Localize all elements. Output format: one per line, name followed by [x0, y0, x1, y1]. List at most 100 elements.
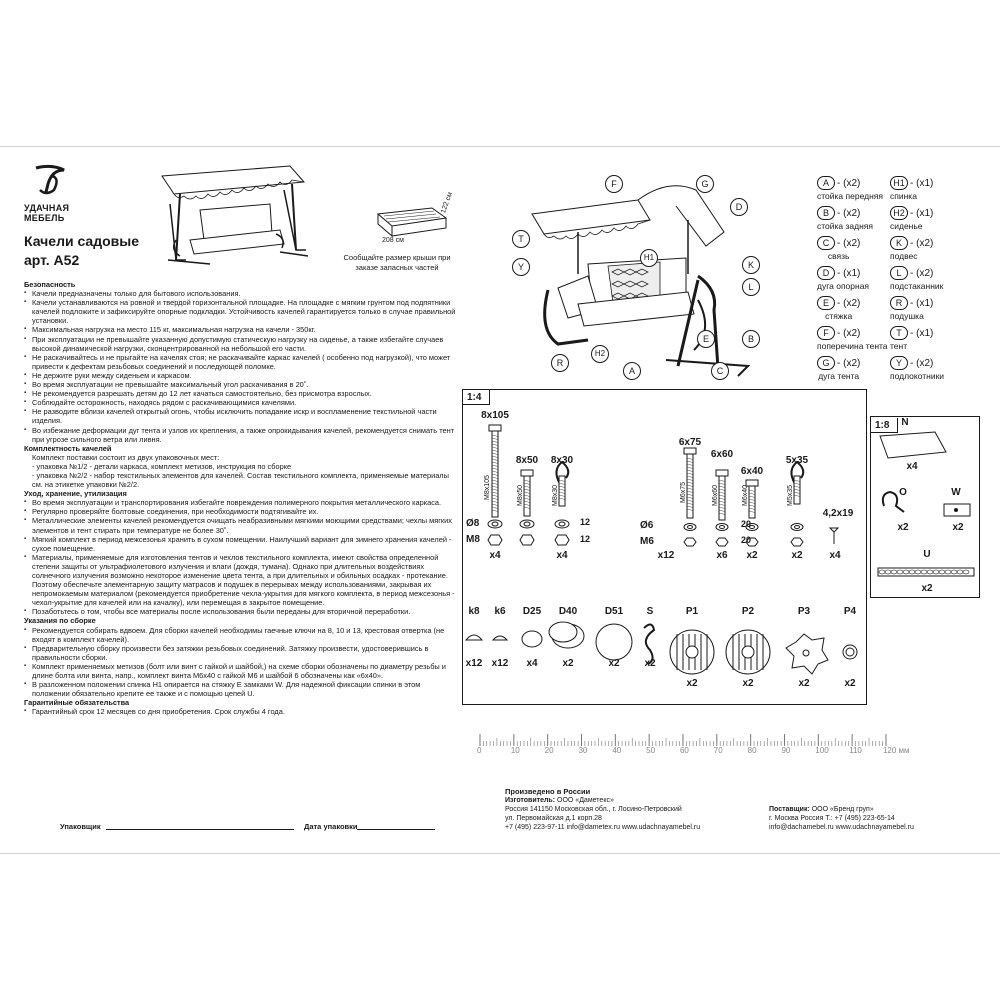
bolt-thread-icon [718, 500, 726, 503]
text-item: Комплект применяемых метизов (болт или в… [24, 662, 456, 680]
count-6x60: x6 [716, 550, 728, 561]
washer-hole-icon [719, 525, 725, 529]
legend-qty: - (x1) [910, 298, 934, 309]
section-heading: Безопасность [24, 280, 76, 289]
text-item: Регулярно проверяйте болтовые соединения… [24, 507, 456, 516]
legend-name: стойка задняя [817, 221, 874, 231]
supplier-address: г. Москва Россия Т.: +7 (495) 223-65-14 [769, 815, 895, 822]
callout-d: D [730, 198, 748, 216]
part-code-o: O [899, 487, 907, 498]
bolt-thread-icon [558, 497, 566, 500]
legend-qty: - (x2) [910, 358, 934, 369]
part-code-d25: D25 [522, 606, 542, 617]
text-item: Качели предназначены только для бытового… [24, 289, 456, 298]
part-code-n: N [901, 417, 909, 428]
legend-name: подлокотники [890, 371, 945, 381]
legend-name: дуга тента [818, 371, 860, 381]
section-heading: Указания по сборке [24, 616, 96, 626]
legend-item-c: C- (x2)связь [817, 236, 860, 262]
part-qty-d25: x4 [526, 658, 538, 669]
bolt-spec-label: M5x35 [787, 484, 794, 506]
bolt-thread-icon [523, 500, 531, 503]
screw-icon [828, 527, 840, 544]
bolt-thread-icon [686, 457, 694, 460]
legend-name: сиденье [890, 221, 923, 231]
bolt-size-label: 6x40 [740, 466, 764, 477]
callout-r: R [551, 354, 569, 372]
nut-8-icon [519, 534, 535, 546]
washer-hole-icon [558, 521, 566, 527]
bolt-thread-icon [686, 472, 694, 475]
legend-code: H1 [890, 176, 908, 190]
bolt-thread-icon [491, 485, 499, 488]
bolt-size-label: 4,2x19 [822, 508, 854, 519]
bolt-thread-icon [491, 446, 499, 449]
callout-g: G [696, 175, 714, 193]
part-qty-u: x2 [921, 583, 933, 594]
bolt-head-icon [520, 469, 534, 477]
callout-y: Y [512, 258, 530, 276]
bolt-thread-icon [748, 489, 756, 492]
text-item: Не раскачивайтесь и не прыгайте на качел… [24, 353, 456, 371]
text-item: Позаботьтесь о том, чтобы все материалы … [24, 607, 456, 616]
legend-name: стяжка [825, 311, 853, 321]
instruction-text: БезопасностьКачели предназначены только … [24, 280, 456, 717]
roof-note: Сообщайте размер крыши при заказе запасн… [343, 253, 451, 272]
text-item: При эксплуатации не превышайте указанную… [24, 335, 456, 353]
bolt-thread-icon [491, 482, 499, 485]
text-item: Во время эксплуатации и транспортировани… [24, 498, 456, 507]
part-qty-o: x2 [897, 522, 909, 533]
section-heading: Уход, хранение, утилизация [24, 489, 127, 499]
bolt-thread-icon [686, 487, 694, 490]
bolt-head-icon [683, 447, 697, 455]
legend-code: E [817, 296, 835, 310]
scale-1-4: 1:4 [463, 390, 491, 405]
legend-name: дуга опорная [817, 281, 870, 291]
legend-qty: - (x1) [910, 328, 934, 339]
part-code-p3: P3 [797, 606, 811, 617]
plug-d40-top-icon [548, 621, 578, 643]
plug-d51-icon [595, 623, 633, 661]
hook-bolt-head-icon [555, 460, 570, 485]
part-qty-p2: x2 [742, 678, 754, 689]
legend-name: спинка [890, 191, 917, 201]
legend-name: тент [890, 341, 908, 351]
legend-code: Y [890, 356, 908, 370]
legend-code: F [817, 326, 835, 340]
text-item: Предварительную сборку произвести без за… [24, 644, 456, 662]
bolt-thread-icon [491, 464, 499, 467]
callout-h2: H2 [591, 345, 609, 363]
brand-line1: УДАЧНАЯ [24, 203, 70, 213]
pad-hub-icon [741, 645, 755, 659]
bolt-thread-icon [523, 497, 531, 500]
part-qty-k6: x12 [491, 658, 509, 669]
swing-exploded-drawing [531, 185, 751, 377]
bolt-thread-icon [793, 485, 801, 488]
washer-hole-icon [749, 525, 755, 529]
text-item: Не разводите вблизи качелей открытый ого… [24, 407, 456, 425]
bolt-thread-icon [523, 485, 531, 488]
bolt-size-label: 8x50 [515, 455, 539, 466]
callout-h1: H1 [640, 249, 658, 267]
supplier-contact: info@dachamebel.ru www.udachnayamebel.ru [769, 824, 914, 831]
bolt-thread-icon [793, 491, 801, 494]
legend-item-g: G- (x2)дуга тента [817, 356, 860, 382]
bolt-shank-icon [686, 453, 694, 519]
roof-width: 208 см [382, 237, 404, 244]
product-title: Качели садовые арт. А52 [24, 232, 139, 270]
legend-name: подушка [890, 311, 924, 321]
supplier-info: Поставщик: ООО «Бренд груп» г. Москва Ро… [769, 805, 914, 832]
bolt-thread-icon [491, 500, 499, 503]
bolt-thread-icon [686, 499, 694, 502]
bolt-head-icon [715, 469, 729, 477]
bolt-thread-icon [491, 491, 499, 494]
bolt-size-label: 6x75 [678, 437, 702, 448]
bolt-thread-icon [491, 497, 499, 500]
ruler-number: 50 [646, 746, 656, 755]
bolt-thread-icon [491, 461, 499, 464]
part-code-p1: P1 [685, 606, 699, 617]
bolt-thread-icon [491, 443, 499, 446]
text-item: Максимальная нагрузка на место 115 кг, м… [24, 325, 456, 334]
washer-size-12: 12 [580, 517, 591, 527]
chain-link-icon [962, 569, 970, 575]
